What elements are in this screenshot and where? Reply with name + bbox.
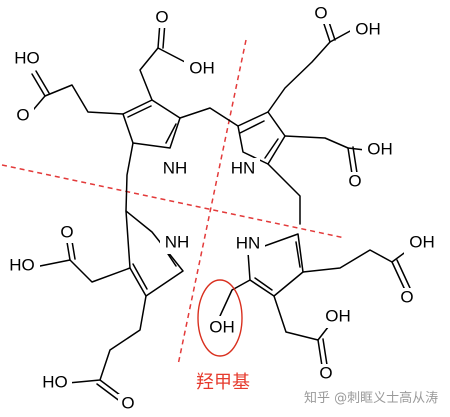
atom-ho-bottom-left-propionic: HO bbox=[42, 372, 68, 391]
acetic-acid-top-left bbox=[139, 21, 186, 101]
atom-oh-right-acetic: OH bbox=[367, 139, 393, 158]
hydroxymethyl-group bbox=[219, 279, 251, 317]
atom-oh-bottom-right-acetic: OH bbox=[325, 306, 351, 325]
acetic-acid-top-right bbox=[284, 135, 366, 175]
atom-oh-top-right: OH bbox=[355, 19, 381, 38]
hydroxymethyl-caption: 羟甲基 bbox=[196, 372, 250, 393]
propionic-acid-top-right bbox=[267, 15, 353, 113]
pyrrole-ring-top-right bbox=[237, 111, 286, 165]
divider-line-horizontal bbox=[1, 164, 346, 239]
atom-o-bottom-left-propionic: O bbox=[121, 393, 134, 412]
atom-nh-bottom-left-ring: NH bbox=[165, 232, 190, 251]
atom-oh-top-left-acetic: OH bbox=[189, 58, 215, 77]
atom-hn-top-right-ring: HN bbox=[231, 158, 256, 177]
atom-o-top-right: O bbox=[314, 3, 327, 22]
atom-o-bottom-right-acetic: O bbox=[319, 363, 332, 382]
atom-oh-hydroxymethyl: OH bbox=[209, 317, 235, 336]
acetic-acid-bottom-right bbox=[273, 295, 333, 367]
atom-hn-bottom-right-ring: HN bbox=[236, 233, 261, 252]
atom-ho-top-left: HO bbox=[14, 48, 40, 67]
pyrrole-ring-bottom-right bbox=[247, 233, 304, 297]
atom-ho-bottom-left-acetic: HO bbox=[9, 255, 35, 274]
divider-line-vertical bbox=[177, 39, 247, 366]
atom-o-right-acetic: O bbox=[348, 171, 361, 190]
atom-o-bottom-right-propionic: O bbox=[400, 287, 413, 306]
atom-labels: HO O O OH O OH OH O NH HN NH HN bbox=[4, 3, 440, 414]
hydroxymethyl-highlight-ellipse bbox=[197, 279, 243, 357]
acetic-acid-bottom-left bbox=[39, 234, 131, 283]
atom-nh-top-left-ring: NH bbox=[163, 158, 188, 177]
pyrrole-ring-top-left bbox=[122, 99, 181, 149]
methylene-bridge-left bbox=[125, 142, 134, 212]
propionic-acid-bottom-left bbox=[67, 295, 147, 403]
propionic-acid-bottom-right bbox=[302, 244, 416, 291]
atom-oh-bottom-right-propionic: OH bbox=[409, 232, 435, 251]
methylene-bridge-right bbox=[267, 163, 301, 225]
watermark-text: 知乎 @刺眶义士高从涛 bbox=[304, 390, 438, 406]
methylene-bridge-top bbox=[179, 107, 239, 127]
atom-o-top-left-acetic: O bbox=[155, 7, 168, 26]
atom-o-bottom-left-acetic: O bbox=[60, 222, 73, 241]
propionic-acid-top-left bbox=[27, 70, 124, 117]
atom-o-top-left: O bbox=[16, 105, 29, 124]
